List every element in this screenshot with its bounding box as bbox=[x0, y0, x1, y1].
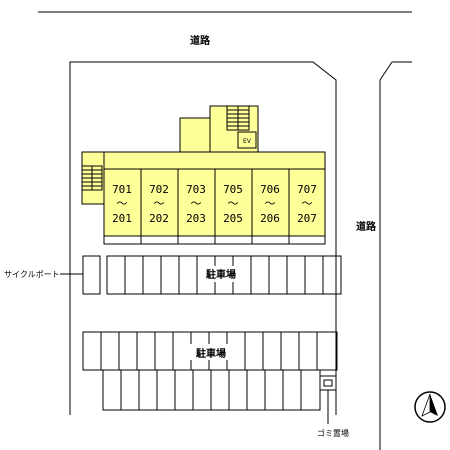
elevator-label: EV bbox=[243, 138, 252, 145]
elevator-shaft bbox=[237, 131, 257, 149]
unit-bottom-number: 207 bbox=[297, 212, 317, 225]
parking-lower-label: 駐車場 bbox=[196, 347, 226, 360]
unit-bottom-number: 206 bbox=[260, 212, 280, 225]
unit-bottom-number: 203 bbox=[186, 212, 206, 225]
north-arrow-icon bbox=[414, 391, 446, 423]
unit-top-number: 702 bbox=[149, 183, 169, 196]
unit-top-number: 707 bbox=[297, 183, 317, 196]
unit-cell bbox=[288, 168, 326, 237]
unit-cell bbox=[177, 168, 216, 237]
unit-cell bbox=[214, 168, 253, 237]
unit-tilde: ～ bbox=[265, 197, 276, 210]
right-road-label: 道路 bbox=[356, 220, 377, 233]
stairs-left bbox=[81, 165, 103, 191]
unit-bottom-number: 205 bbox=[223, 212, 243, 225]
right-road-edge-left bbox=[379, 61, 393, 450]
garbage-area bbox=[319, 375, 337, 391]
top-road-label: 道路 bbox=[190, 34, 211, 47]
parking-upper bbox=[106, 255, 342, 295]
unit-bottom-number: 201 bbox=[112, 212, 132, 225]
cycle-port-label: サイクルポート bbox=[4, 270, 60, 279]
garbage-label: ゴミ置場 bbox=[317, 428, 349, 438]
cycle-port bbox=[82, 255, 101, 295]
parking-lower bbox=[82, 331, 338, 411]
unit-tilde: ～ bbox=[117, 197, 128, 210]
parking-upper-label: 駐車場 bbox=[206, 268, 236, 281]
unit-top-number: 706 bbox=[260, 183, 280, 196]
unit-cell bbox=[140, 168, 179, 237]
garbage-area-inner bbox=[323, 379, 333, 387]
unit-bottom-number: 202 bbox=[149, 212, 169, 225]
unit-top-number: 703 bbox=[186, 183, 206, 196]
unit-top-number: 705 bbox=[223, 183, 243, 196]
site-boundary bbox=[69, 61, 337, 415]
parking-upper-label-bg bbox=[200, 266, 240, 282]
stairs-top bbox=[226, 105, 250, 131]
unit-tilde: ～ bbox=[191, 197, 202, 210]
unit-tilde: ～ bbox=[228, 197, 239, 210]
unit-top-number: 701 bbox=[112, 183, 132, 196]
unit-tilde: ～ bbox=[302, 197, 313, 210]
building-main-block bbox=[81, 151, 326, 170]
building-annex bbox=[179, 117, 211, 153]
unit-tilde: ～ bbox=[154, 197, 165, 210]
building: EV 701 ～ 201 702 ～ bbox=[81, 105, 326, 245]
parking-lower-label-bg bbox=[190, 344, 230, 360]
balcony-strip bbox=[103, 235, 326, 245]
